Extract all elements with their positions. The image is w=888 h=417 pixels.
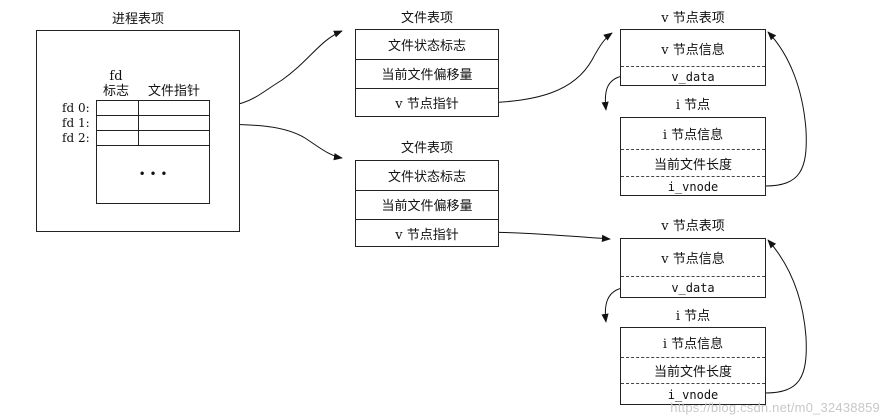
current-file-offset: 当前文件偏移量 <box>381 68 473 83</box>
file-table-entry-2: 文件状态标志 当前文件偏移量 v 节点指针 <box>355 160 499 247</box>
vnode-info: v 节点信息 <box>661 252 725 267</box>
row-divider <box>621 66 765 67</box>
fd-row-divider <box>97 130 209 131</box>
inode-info: i 节点信息 <box>662 128 724 143</box>
fd0-label: fd 0: <box>62 101 90 115</box>
row-divider <box>356 190 498 191</box>
file-status-flags: 文件状态标志 <box>387 170 466 185</box>
fd-table: • • • <box>96 100 210 204</box>
row-divider <box>621 149 765 150</box>
file-table-1-title: 文件表项 <box>400 11 453 26</box>
process-table-title: 进程表项 <box>111 12 164 27</box>
file-table-entry-1: 文件状态标志 当前文件偏移量 v 节点指针 <box>355 29 499 117</box>
inode-entry-1: i 节点信息 当前文件长度 i_vnode <box>620 117 766 196</box>
inode-2-title: i 节点 <box>675 309 711 324</box>
vnode-info: v 节点信息 <box>661 42 725 58</box>
file-status-flags: 文件状态标志 <box>387 39 466 54</box>
fd-row-divider <box>97 145 209 146</box>
current-file-size: 当前文件长度 <box>653 157 732 173</box>
vnode-table-2-title: v 节点表项 <box>661 219 725 234</box>
vnode-pointer: v 节点指针 <box>395 227 459 243</box>
inode-1-title: i 节点 <box>675 98 711 113</box>
vnode-table-1-title: v 节点表项 <box>661 11 725 26</box>
row-divider <box>621 383 765 384</box>
fd1-label: fd 1: <box>62 116 90 130</box>
vnode-table-entry-2: v 节点信息 v_data <box>620 238 766 298</box>
i-vnode-field: i_vnode <box>667 387 719 402</box>
vnode-pointer: v 节点指针 <box>395 97 459 112</box>
arrow-ivnode-2-to-vnode-2 <box>764 239 807 394</box>
fd-column-divider <box>138 101 139 145</box>
current-file-offset: 当前文件偏移量 <box>381 199 473 214</box>
watermark: https://blog.csdn.net/m0_32438859 <box>670 400 880 415</box>
i-vnode-field: i_vnode <box>667 179 719 194</box>
row-divider <box>356 219 498 220</box>
fd-flag-header-line2: 标志 <box>102 84 129 99</box>
file-table-2-title: 文件表项 <box>400 141 453 156</box>
inode-entry-2: i 节点信息 当前文件长度 i_vnode <box>620 327 766 405</box>
fd-flag-header-line1: fd <box>109 69 123 84</box>
fd-ellipsis: • • • <box>138 167 168 181</box>
row-divider <box>621 176 765 177</box>
v-data-field: v_data <box>671 280 715 295</box>
current-file-size: 当前文件长度 <box>653 365 732 380</box>
v-data-field: v_data <box>671 69 715 84</box>
row-divider <box>621 357 765 358</box>
row-divider <box>356 88 498 89</box>
fd-row-divider <box>97 115 209 116</box>
vnode-table-entry-1: v 节点信息 v_data <box>620 29 766 86</box>
row-divider <box>356 59 498 60</box>
row-divider <box>621 276 765 277</box>
inode-info: i 节点信息 <box>662 337 724 352</box>
file-pointer-header: 文件指针 <box>147 84 200 99</box>
arrow-ivnode-1-to-vnode-1 <box>764 31 807 187</box>
fd2-label: fd 2: <box>62 131 90 145</box>
